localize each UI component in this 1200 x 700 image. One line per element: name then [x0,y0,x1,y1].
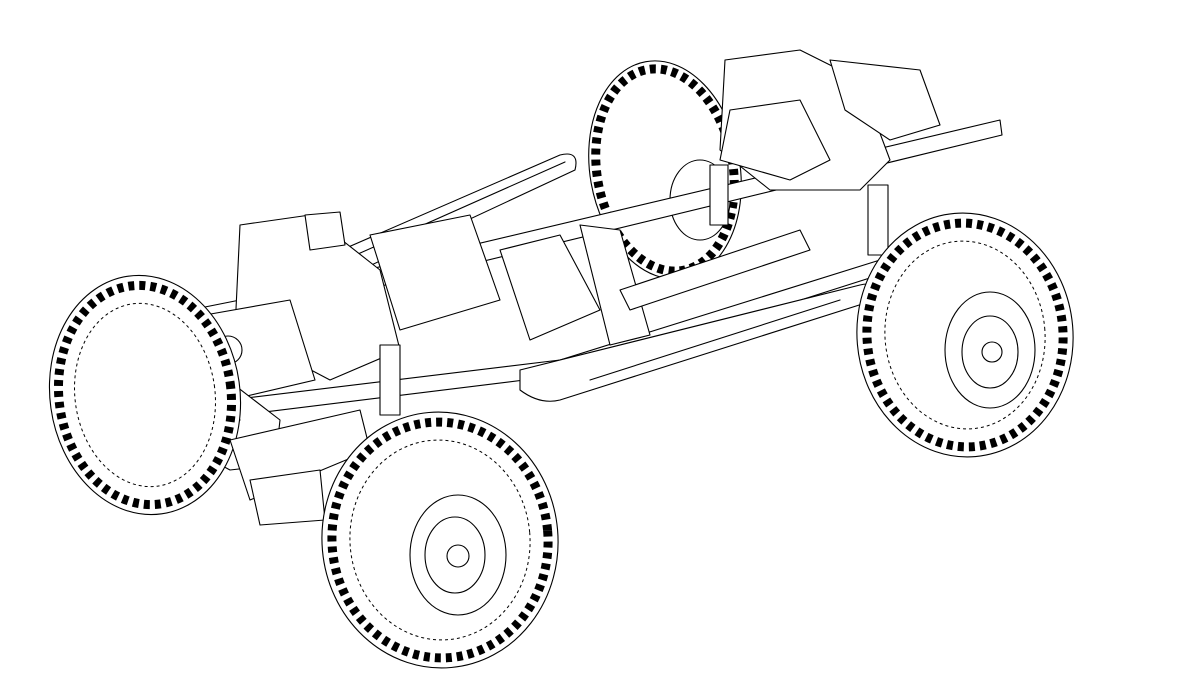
front-right-wheel [321,411,559,669]
transmission [369,214,811,346]
front-shock [379,344,401,416]
rear-shock [867,184,889,256]
rear-right-wheel [856,212,1074,458]
front-axle [229,409,371,526]
front-shock-tower [204,211,401,416]
rear-shock-tower [709,49,941,256]
front-left-wheel [48,274,242,516]
rear-shock-left [709,164,729,226]
